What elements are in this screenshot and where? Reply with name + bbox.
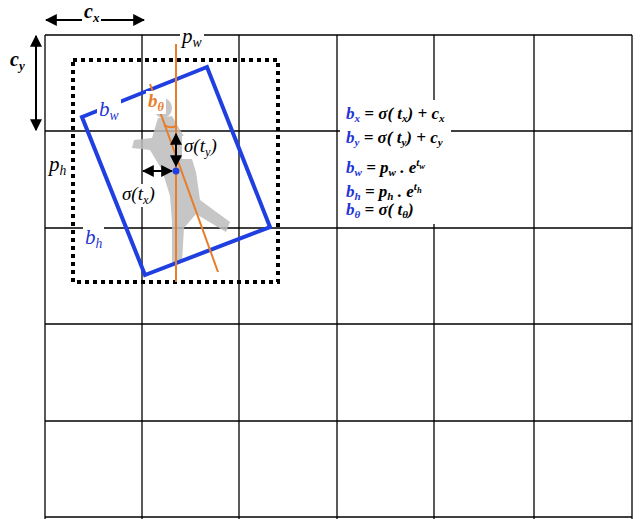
label-text: ) + c	[408, 104, 439, 123]
label-text: . e	[396, 158, 416, 177]
subscript-text: y	[438, 136, 443, 148]
subscript-text: θ	[355, 208, 361, 220]
label-text: = σ(	[360, 200, 397, 219]
superscript-text: t	[414, 180, 417, 192]
label-text: = σ(	[359, 128, 396, 147]
offset-arrow	[143, 170, 172, 172]
label-text: )	[148, 183, 154, 204]
superscript-text: t	[416, 156, 419, 168]
subscript-text: y	[19, 58, 25, 73]
label-text: p	[49, 152, 60, 176]
equation-line: bx = σ( tx) + cx	[346, 102, 445, 126]
label-text: t	[398, 200, 403, 219]
rotated-axis	[150, 84, 218, 272]
label-text: b	[346, 104, 355, 123]
label-text: σ(t	[184, 135, 205, 156]
label-text: = p	[362, 158, 389, 177]
label-text: b	[346, 200, 355, 219]
person-silhouette	[132, 98, 230, 262]
subscript-text: x	[402, 112, 408, 124]
vertical-axis	[175, 44, 177, 282]
subscript-text: w	[389, 166, 396, 178]
angle-arc	[164, 125, 176, 127]
equation-line: by = σ( ty) + cy	[346, 126, 445, 150]
figure-label: cy	[8, 48, 27, 73]
figure-label: ph	[47, 153, 68, 178]
label-text: c	[84, 0, 93, 22]
subscript-text: y	[355, 136, 360, 148]
equation-line: bw = pw . etw	[346, 150, 445, 174]
superscript-text: w	[419, 161, 425, 171]
label-text: b	[346, 158, 355, 177]
figure-label: bw	[97, 98, 121, 123]
equation-line: bθ = σ( tθ)	[346, 198, 445, 222]
equation-block: bx = σ( tx) + cxby = σ( ty) + cybw = pw …	[340, 100, 451, 224]
dimension-arrow	[35, 36, 37, 130]
equation-line: bh = ph . eth	[346, 174, 445, 198]
label-text: p	[182, 24, 193, 48]
subscript-text: x	[143, 193, 148, 207]
figure-label: bθ	[146, 91, 166, 114]
label-text: ) + c	[406, 128, 437, 147]
grid	[45, 35, 632, 519]
subscript-text: w	[110, 108, 119, 123]
subscript-text: y	[205, 145, 210, 159]
subscript-text: x	[439, 112, 445, 124]
label-text: b	[148, 90, 158, 111]
label-text: t	[397, 104, 402, 123]
subscript-text: h	[60, 163, 67, 178]
subscript-text: x	[93, 10, 100, 25]
subscript-text: θ	[402, 208, 408, 220]
label-text: = p	[361, 182, 388, 201]
label-text: b	[346, 128, 355, 147]
figure-label: pw	[180, 25, 204, 50]
label-text: b	[99, 97, 110, 121]
label-text: b	[346, 182, 355, 201]
label-text: . e	[394, 182, 414, 201]
subscript-text: θ	[158, 100, 164, 114]
subscript-text: h	[96, 236, 103, 251]
label-text: σ(t	[122, 183, 143, 204]
label-text: t	[397, 128, 402, 147]
label-text: = σ(	[360, 104, 397, 123]
center-dot	[173, 168, 180, 175]
subscript-text: h	[355, 190, 361, 202]
figure-label: bh	[83, 226, 104, 251]
label-text: c	[10, 48, 19, 70]
label-text: )	[210, 135, 216, 156]
subscript-text: y	[401, 136, 406, 148]
subscript-text: w	[193, 35, 202, 50]
label-text: b	[85, 225, 96, 249]
figure-label: σ(tx)	[120, 184, 157, 207]
offset-arrow	[175, 134, 177, 166]
subscript-text: x	[355, 112, 361, 124]
superscript-text: h	[417, 185, 422, 195]
figure-label: σ(ty)	[182, 136, 219, 159]
subscript-text: w	[355, 166, 362, 178]
label-text: )	[408, 200, 414, 219]
figure-label: cx	[82, 0, 101, 25]
